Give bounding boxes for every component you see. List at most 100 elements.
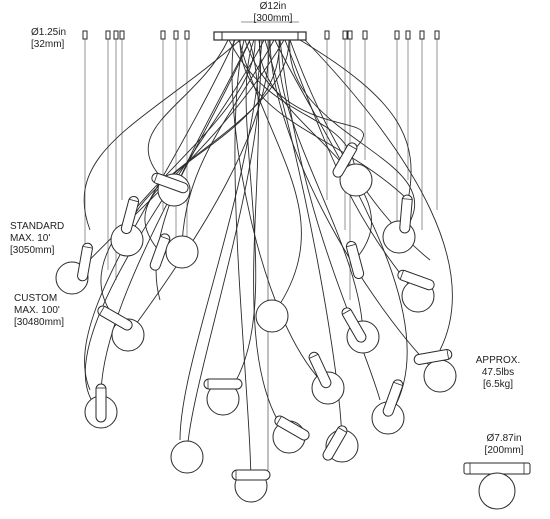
power-cord (269, 39, 441, 377)
power-cord (238, 39, 302, 317)
power-cord (274, 39, 408, 419)
tube-arm (332, 142, 358, 178)
globe-shade (170, 440, 204, 474)
standard-drop-line1: STANDARD (10, 221, 65, 232)
tube-arm (413, 349, 453, 365)
globe-shade (165, 235, 199, 269)
power-cord (304, 39, 453, 351)
power-cord (279, 39, 381, 401)
tube-body (399, 194, 413, 234)
power-cord (234, 39, 252, 487)
weight-metric: [6.5kg] (482, 379, 514, 390)
power-cord (84, 39, 236, 391)
single-pendant-detail (463, 462, 531, 510)
weight-label: APPROX. 47.5lbs [6.5kg] (470, 355, 526, 391)
power-cord (147, 39, 229, 191)
mount-diameter-imperial: Ø1.25in (31, 27, 67, 38)
power-cord (239, 39, 409, 201)
power-cord (100, 39, 251, 397)
tube-arm (77, 242, 93, 282)
pendant-lights (55, 142, 457, 503)
power-cord (83, 39, 241, 231)
detail-tube (463, 462, 531, 475)
tube-body (77, 242, 93, 282)
canopy (213, 21, 307, 41)
tube-cap (341, 309, 352, 315)
tube-cap (308, 353, 319, 359)
standard-drop-metric: [3050mm] (10, 245, 55, 256)
tube-arm (322, 425, 348, 461)
tube-arm (341, 307, 367, 343)
tube-body (322, 425, 348, 461)
ceiling-mount (434, 30, 440, 40)
power-cord (248, 39, 290, 438)
tube-body (120, 195, 140, 235)
power-cord (228, 39, 357, 181)
ceiling-mounts (82, 30, 440, 40)
tube-body (274, 415, 310, 441)
power-cord (144, 39, 280, 253)
pendant-diameter-label: Ø7.87in [200mm] (476, 433, 532, 457)
power-cord (179, 39, 263, 441)
ceiling-mount (362, 30, 368, 40)
power-cord (289, 39, 416, 238)
power-cord (186, 39, 261, 458)
tube-cap (347, 144, 358, 150)
tube-body (345, 240, 365, 280)
power-cord (264, 39, 343, 447)
standard-drop-label: STANDARD MAX. 10' [3050mm] (10, 221, 64, 257)
power-cord (278, 39, 364, 338)
tube-cap (399, 270, 404, 280)
tube-body (341, 307, 367, 343)
tube-arm (308, 351, 332, 389)
ceiling-mount (160, 30, 166, 40)
tube-body (382, 379, 404, 417)
tube-cap (153, 173, 158, 183)
tube-cap (337, 427, 348, 433)
tube-arm (203, 378, 243, 390)
custom-drop-label: CUSTOM MAX. 100' [30480mm] (14, 293, 64, 329)
tube-arm (274, 415, 310, 441)
ceiling-mount (113, 30, 119, 40)
power-cord (299, 39, 412, 201)
tube-cap (82, 245, 93, 249)
canopy-diameter-label: Ø12in [300mm] (242, 1, 304, 25)
canopy-plate (213, 31, 307, 41)
tube-body (231, 469, 271, 481)
tube-arm (231, 469, 271, 481)
power-cord (259, 39, 372, 261)
tube-body (332, 142, 358, 178)
power-cord (181, 39, 275, 253)
ceiling-mount (324, 30, 330, 40)
weight-line1: APPROX. (475, 355, 521, 366)
ceiling-mount (105, 30, 111, 40)
tube-body (203, 378, 243, 390)
tube-arm (382, 379, 404, 417)
ceiling-mount (405, 30, 411, 40)
standard-drop-line2: MAX. 10' (10, 233, 51, 244)
tube-arm (149, 233, 171, 271)
detail-globe (478, 472, 516, 510)
mount-diameter-label: Ø1.25in [32mm] (31, 27, 66, 51)
power-cord (244, 39, 364, 161)
ceiling-mount (173, 30, 179, 40)
globe-shade (423, 359, 457, 393)
mount-diameter-metric: [32mm] (31, 39, 65, 50)
tube-arm (151, 172, 189, 194)
tube-arm (120, 195, 140, 235)
ceiling-mount (119, 30, 125, 40)
tube-arm (397, 269, 435, 291)
tube-cap (346, 243, 357, 248)
custom-drop-line2: MAX. 100' (14, 305, 60, 316)
globe-shade (339, 163, 373, 197)
tube-body (413, 349, 453, 365)
tube-cap (402, 198, 413, 200)
tube-arm (345, 240, 365, 280)
tube-body (149, 233, 171, 271)
tube-body (308, 351, 332, 389)
tube-cap (128, 198, 139, 203)
ceiling-mount (419, 30, 425, 40)
tube-cap (393, 381, 403, 386)
globe-shade (255, 299, 289, 333)
